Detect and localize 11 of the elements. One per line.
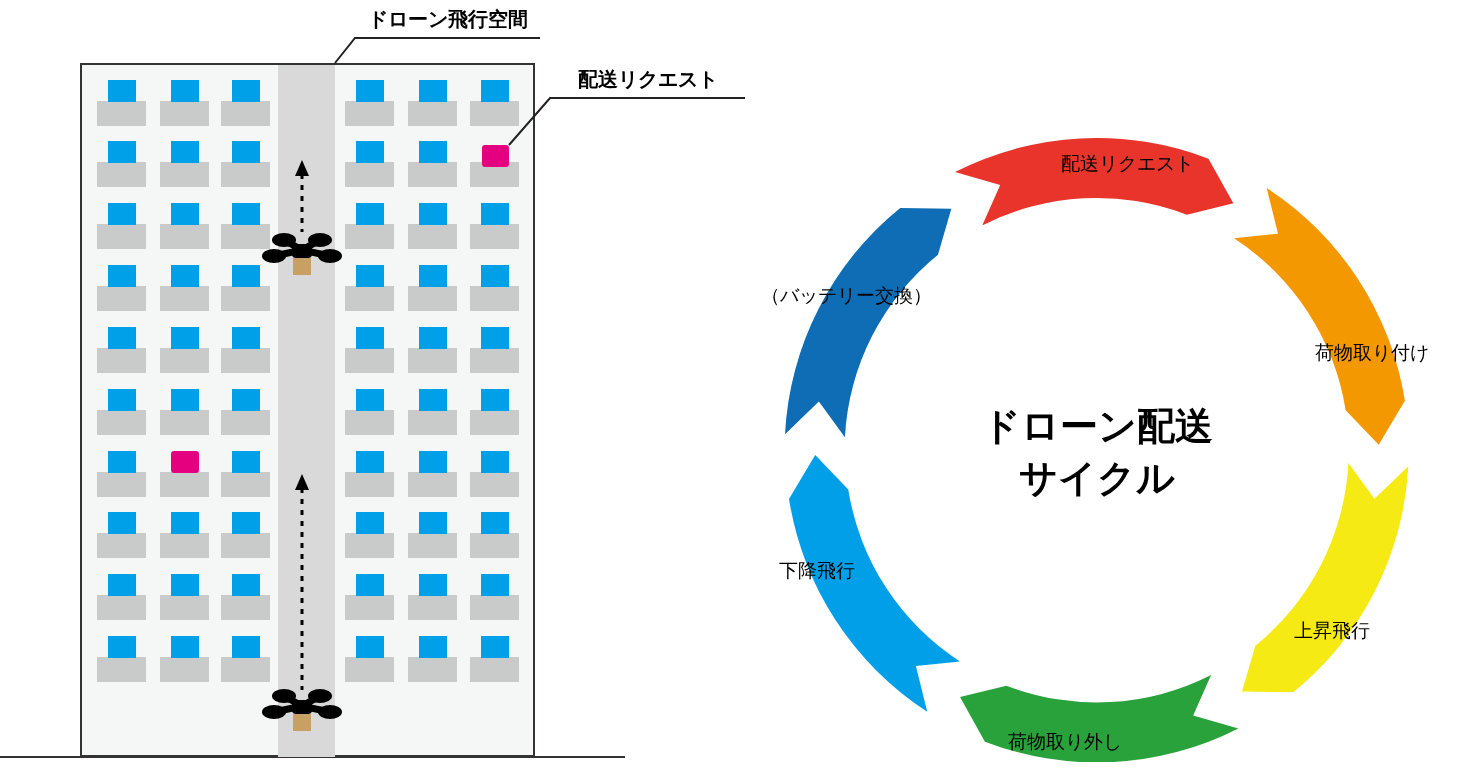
step-label: 荷物取り外し [1008,728,1122,754]
request-window [171,451,199,473]
leader-line [508,97,746,146]
step-label: 配送リクエスト [1061,150,1195,176]
callout-label: ドローン飛行空間 [367,6,528,33]
leader-line [334,37,541,64]
cycle-title: ドローン配送サイクル [980,403,1214,502]
flight-corridor [278,65,335,757]
step-label: 上昇飛行 [1294,617,1370,643]
request-window [482,145,509,167]
callout-label: 配送リクエスト [577,66,718,93]
